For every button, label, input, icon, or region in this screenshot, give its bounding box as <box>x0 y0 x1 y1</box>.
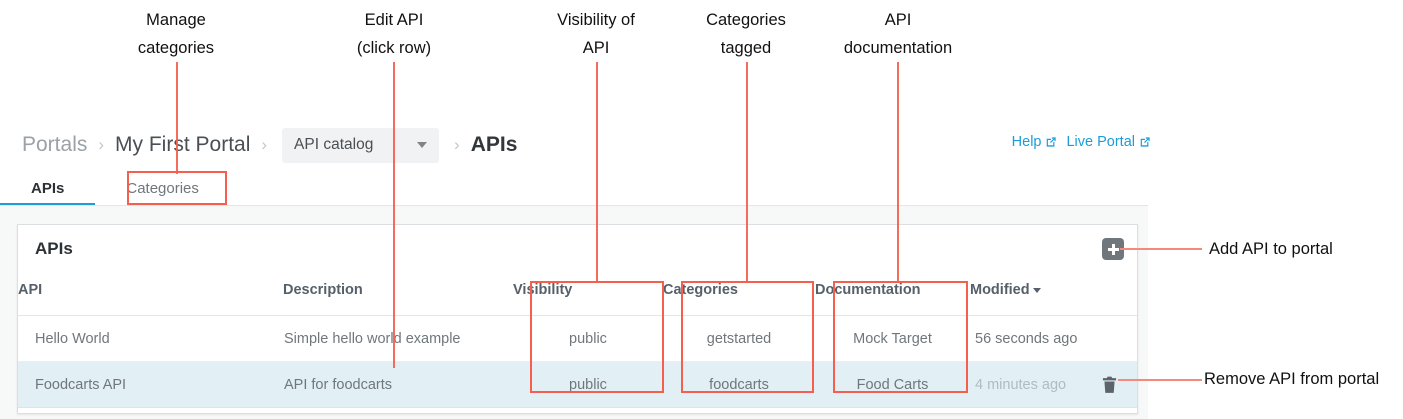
cell-documentation: Food Carts <box>815 361 970 408</box>
table-header-row: API Description Visibility Categories Do… <box>18 278 1137 316</box>
live-portal-link[interactable]: Live Portal <box>1066 134 1151 150</box>
tab-bar: APIs Categories <box>0 172 1148 208</box>
breadcrumb-separator-icon: › <box>98 135 105 154</box>
column-header-modified-label: Modified <box>970 282 1030 298</box>
column-header-description[interactable]: Description <box>283 278 513 316</box>
breadcrumb: Portals › My First Portal › API catalog … <box>22 126 517 164</box>
delete-icon[interactable] <box>1102 376 1117 394</box>
add-api-button[interactable] <box>1102 238 1124 260</box>
table-row[interactable]: Hello World Simple hello world example p… <box>18 315 1137 362</box>
callout-add-api-to-portal: Add API to portal <box>1209 240 1333 258</box>
column-header-visibility[interactable]: Visibility <box>513 278 663 316</box>
cell-modified: 4 minutes ago <box>970 361 1137 408</box>
catalog-select[interactable]: API catalog <box>282 127 440 163</box>
header-links: Help Live Portal <box>1012 134 1151 150</box>
apis-card: APIs API Description Visibility Categori… <box>17 224 1138 414</box>
cell-documentation: Mock Target <box>815 315 970 362</box>
callout-edit-api: Edit API (click row) <box>356 11 432 57</box>
tab-bar-divider <box>0 205 1148 206</box>
catalog-select-value: API catalog <box>294 136 374 153</box>
cell-categories: foodcarts <box>663 361 815 408</box>
tab-categories[interactable]: Categories <box>126 180 199 197</box>
cell-modified: 56 seconds ago <box>970 315 1137 362</box>
cell-visibility: public <box>513 361 663 408</box>
cell-api: Foodcarts API <box>18 361 283 408</box>
column-header-api[interactable]: API <box>18 278 283 316</box>
help-link[interactable]: Help <box>1012 134 1058 150</box>
help-link-label: Help <box>1011 134 1042 150</box>
leader-line-edit-api <box>393 62 395 368</box>
column-header-documentation[interactable]: Documentation <box>815 278 970 316</box>
leader-line-remove-api <box>1118 379 1202 381</box>
chevron-down-icon <box>417 142 428 148</box>
breadcrumb-separator-icon: › <box>261 135 268 154</box>
leader-line-add-api <box>1120 248 1202 250</box>
live-portal-link-label: Live Portal <box>1066 134 1135 150</box>
callout-visibility-of-api: Visibility of API <box>557 11 635 57</box>
leader-line-manage-categories <box>176 62 178 174</box>
cell-categories: getstarted <box>663 315 815 362</box>
cell-description: API for foodcarts <box>283 361 513 408</box>
breadcrumb-my-first-portal[interactable]: My First Portal <box>115 133 251 156</box>
apis-table: API Description Visibility Categories Do… <box>18 278 1137 408</box>
callout-manage-categories: Manage categories <box>137 11 215 57</box>
breadcrumb-separator-icon: › <box>454 135 460 154</box>
cell-visibility: public <box>513 315 663 362</box>
callout-api-documentation: API documentation <box>843 11 953 57</box>
breadcrumb-portals[interactable]: Portals <box>22 133 88 156</box>
leader-line-visibility <box>596 62 598 282</box>
column-header-modified[interactable]: Modified <box>970 278 1137 316</box>
external-link-icon <box>1140 137 1150 147</box>
leader-line-documentation <box>897 62 899 282</box>
external-link-icon <box>1047 137 1057 147</box>
sort-descending-icon <box>1032 287 1041 293</box>
cell-modified-label: 4 minutes ago <box>975 376 1067 393</box>
content-area: APIs API Description Visibility Categori… <box>0 206 1148 419</box>
card-title: APIs <box>35 239 73 258</box>
cell-description: Simple hello world example <box>283 315 513 362</box>
plus-icon <box>1107 243 1119 255</box>
callout-categories-tagged: Categories tagged <box>706 11 786 57</box>
column-header-categories[interactable]: Categories <box>663 278 815 316</box>
leader-line-categories <box>746 62 748 282</box>
callout-remove-api-from-portal: Remove API from portal <box>1204 370 1380 388</box>
table-row[interactable]: Foodcarts API API for foodcarts public f… <box>18 361 1137 408</box>
portal-admin-screen: Portals › My First Portal › API catalog … <box>0 104 1403 419</box>
cell-api: Hello World <box>18 315 283 362</box>
breadcrumb-current-apis: APIs <box>470 133 518 156</box>
tab-apis[interactable]: APIs <box>0 172 96 206</box>
